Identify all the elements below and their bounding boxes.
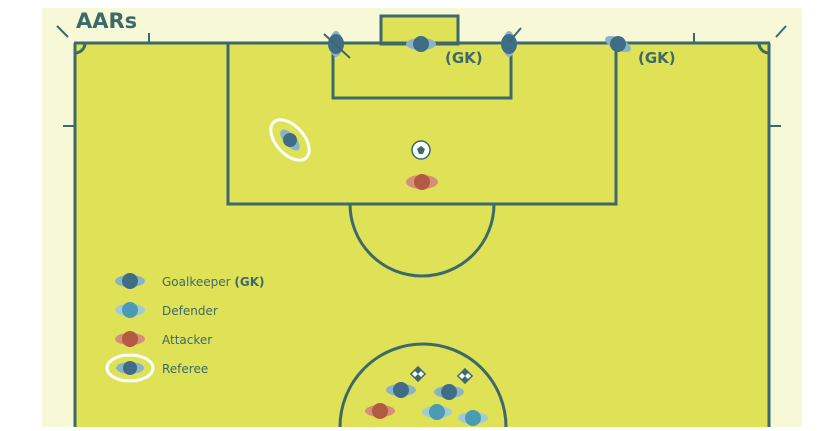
legend-label-attacker: Attacker [162, 333, 212, 347]
ball [412, 141, 430, 159]
legend-label-referee: Referee [162, 362, 208, 376]
legend-label-goalkeeper: Goalkeeper (GK) [162, 275, 265, 289]
cut-line [0, 424, 834, 425]
gk-tag-right: (GK) [638, 49, 676, 67]
legend-label-defender: Defender [162, 304, 218, 318]
corner-label: AARs [76, 9, 137, 33]
gk-tag-left: (GK) [445, 49, 483, 67]
